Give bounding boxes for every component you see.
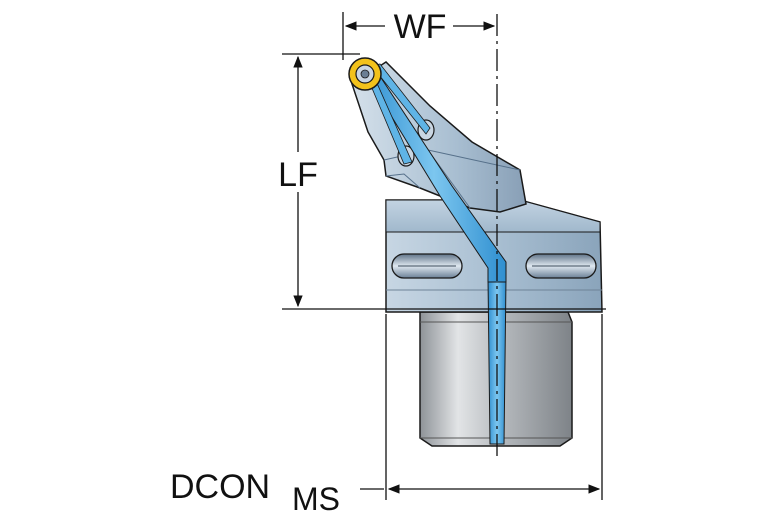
insert: [348, 57, 382, 91]
mounting-slots: [391, 253, 597, 279]
coolant-channels: [361, 63, 507, 445]
dcon-label: DCON: [170, 468, 270, 506]
dcon-subscript: MS: [292, 481, 340, 517]
lf-label: LF: [278, 156, 318, 194]
wf-label: WF: [394, 8, 447, 46]
